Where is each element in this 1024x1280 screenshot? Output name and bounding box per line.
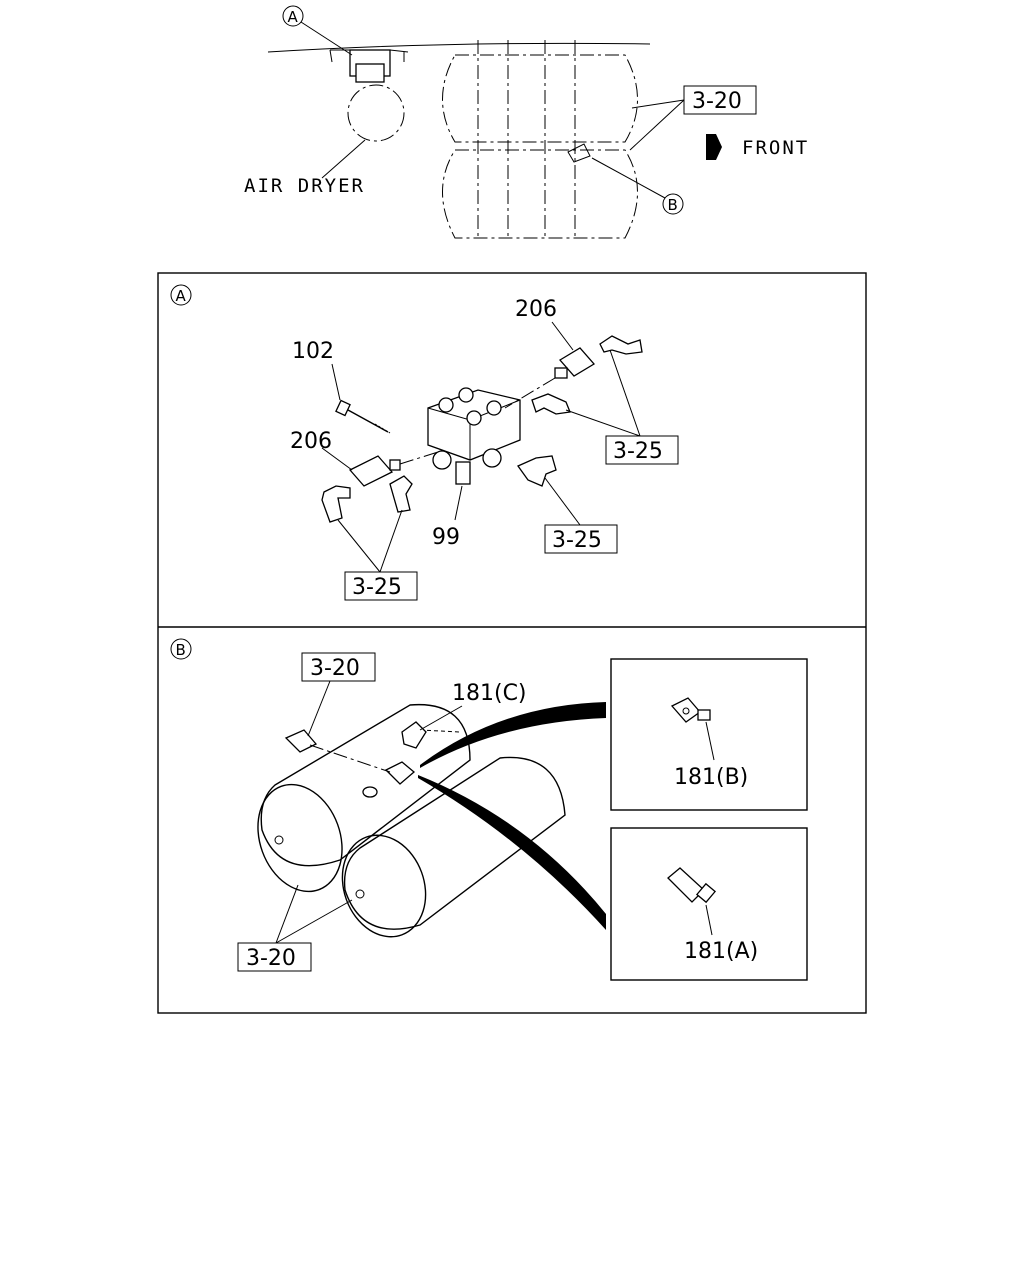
drain-fitting xyxy=(284,729,318,753)
part-181a: 181(A) xyxy=(684,939,758,964)
detail-a-letter: A xyxy=(176,287,187,305)
elbow-fitting-right-low xyxy=(517,455,557,487)
ref-3-25-right: 3-25 xyxy=(613,439,663,464)
fitting-206-left xyxy=(348,455,401,487)
bolt-102 xyxy=(335,399,391,434)
protection-valve xyxy=(427,387,521,485)
part-181b: 181(B) xyxy=(674,765,748,790)
inset-181b xyxy=(610,658,808,811)
air-tanks xyxy=(257,703,566,938)
callout-a: A xyxy=(288,8,299,26)
part-206-top: 206 xyxy=(515,297,557,322)
part-206-left: 206 xyxy=(290,429,332,454)
air-dryer xyxy=(347,84,405,142)
fitting-181c xyxy=(401,721,427,749)
inset-181a xyxy=(610,827,808,981)
part-99: 99 xyxy=(432,525,460,550)
part-181c: 181(C) xyxy=(452,681,527,706)
air-dryer-valve xyxy=(329,49,409,83)
air-dryer-label: AIR DRYER xyxy=(244,175,365,197)
elbow-fitting-left-b xyxy=(389,475,413,513)
elbow-fitting-left-a xyxy=(321,485,351,523)
ref-3-20-overview: 3-20 xyxy=(692,89,742,114)
fitting-181b xyxy=(670,697,711,723)
front-label: FRONT xyxy=(742,137,809,159)
fitting-206-top xyxy=(554,347,596,379)
overview-view: AIR DRYER A 3-20 B FRONT xyxy=(244,5,809,240)
detail-a: A 102 206 xyxy=(170,284,679,601)
ref-3-20-bottom: 3-20 xyxy=(246,946,296,971)
detail-b: B 3-20 181(C) xyxy=(170,638,808,981)
fitting-181 xyxy=(362,761,416,798)
fitting-181a xyxy=(667,867,717,904)
part-102: 102 xyxy=(292,339,334,364)
front-arrow-icon xyxy=(706,134,722,160)
detail-frame xyxy=(157,272,867,1014)
ref-3-25-bottom: 3-25 xyxy=(352,575,402,600)
elbow-fitting-right-mid xyxy=(531,393,571,415)
overview-air-tanks xyxy=(442,40,638,240)
ref-3-25-mid: 3-25 xyxy=(552,528,602,553)
detail-b-letter: B xyxy=(176,641,186,659)
callout-b: B xyxy=(668,196,678,214)
elbow-fitting-right-top xyxy=(599,335,643,355)
ref-3-20-top: 3-20 xyxy=(310,656,360,681)
